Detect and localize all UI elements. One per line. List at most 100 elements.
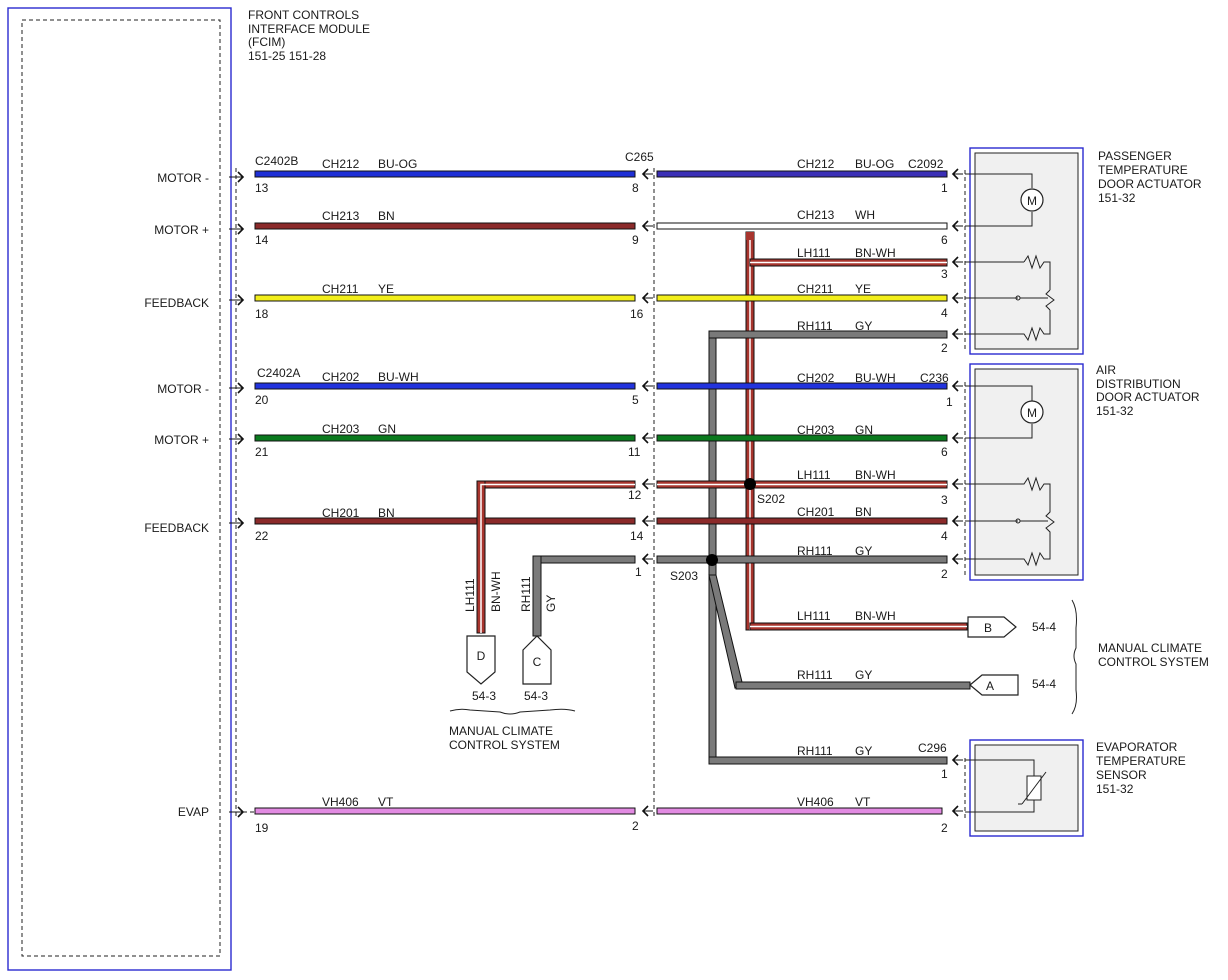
wire-label-color: BU-WH (855, 371, 896, 385)
wire-label-circuit: VH406 (797, 795, 834, 809)
reference-connector-letter: C (533, 655, 542, 669)
reference-connector-letter: A (986, 679, 994, 693)
wire-vh406-left (254, 807, 636, 815)
component-pin-number: 6 (941, 233, 948, 247)
wire-label-color: BN-WH (855, 609, 896, 623)
component-pin-number: 2 (941, 821, 948, 835)
fcim-pin-number: 22 (255, 529, 269, 543)
component-pin-number: 2 (941, 341, 948, 355)
reference-group-label: CONTROL SYSTEM (1098, 655, 1209, 669)
fcim-pin-number: 21 (255, 445, 269, 459)
reference-page: 54-3 (472, 689, 496, 703)
reference-connector-c (522, 635, 552, 685)
reference-brace-icon (1071, 599, 1077, 715)
wire-rh111-splice (656, 555, 948, 564)
component-label: TEMPERATURE (1096, 754, 1186, 768)
wire-ch211-right (656, 294, 948, 302)
component-pin-number: 1 (941, 767, 948, 781)
wire-ch212-left (254, 170, 636, 178)
resistor-icon (965, 476, 1055, 567)
branch-to-d (476, 480, 636, 634)
wire-label-circuit: CH212 (797, 157, 835, 171)
passenger-actuator-outer (969, 147, 1084, 355)
fcim-pin-number: 18 (255, 307, 269, 321)
fcim-title-line: INTERFACE MODULE (248, 22, 370, 36)
wire-rh111-to-a (735, 681, 971, 690)
terminal-chevrons (229, 168, 963, 818)
splice-label: S202 (757, 492, 785, 506)
wire-label-circuit: CH203 (797, 423, 835, 437)
component-label: PASSENGER (1098, 149, 1172, 163)
c265-pin-number: 14 (630, 529, 644, 543)
resistor-icon (1023, 254, 1051, 290)
reference-connector-letter: D (477, 649, 486, 663)
wire-label-circuit: RH111 (797, 744, 833, 758)
fcim-pin-label: MOTOR + (154, 433, 209, 447)
reference-page: 54-4 (1032, 620, 1056, 634)
motor-icon-letter: M (1027, 194, 1037, 208)
c265-pin-number: 2 (632, 819, 639, 833)
reference-connector-letter: B (984, 621, 992, 635)
component-pin-number: 1 (941, 181, 948, 195)
motor-icon (1020, 188, 1044, 212)
c265-pin-number: 9 (632, 233, 639, 247)
vertical-wire-label: GY (544, 595, 558, 612)
component-label: AIR (1096, 363, 1116, 377)
wire-label-circuit: LH111 (797, 609, 831, 623)
wire-label-circuit: CH201 (322, 506, 360, 520)
wire-label-color: YE (855, 282, 871, 296)
wire-lh111-down-stripe (480, 483, 635, 633)
splice-s203 (706, 554, 718, 566)
wire-label-color: BN (855, 505, 872, 519)
wire-ch202-right (656, 382, 948, 390)
wire-label-color: BN-WH (855, 246, 896, 260)
wire-label-color: BU-OG (855, 157, 894, 171)
wire-label-color: GY (855, 668, 872, 682)
wire-label-circuit: CH211 (322, 282, 359, 296)
component-pin-number: 3 (941, 493, 948, 507)
component-label: 151-32 (1096, 782, 1134, 796)
connector-label-c2092: C2092 (908, 157, 944, 171)
wire-label-color: BU-OG (378, 157, 417, 171)
wire-rh111-top (708, 330, 948, 339)
wire-label-circuit: CH212 (322, 157, 360, 171)
reference-connector-b (967, 616, 1017, 638)
wire-label-circuit: CH211 (797, 282, 834, 296)
evap-sensor-outer (969, 739, 1084, 837)
reference-brace-icon (449, 708, 576, 715)
thermistor-slash-icon (1021, 771, 1047, 805)
passenger-actuator-inner (974, 152, 1079, 350)
wire-label-color: WH (855, 208, 875, 222)
wire-label-circuit: RH111 (797, 319, 833, 333)
passenger-motor-lead (965, 212, 1033, 227)
fcim-title-line: 151-25 151-28 (248, 49, 326, 63)
component-pin-number: 4 (941, 306, 948, 320)
wire-label-circuit: VH406 (322, 795, 359, 809)
wire-rh111-down (532, 555, 542, 637)
fcim-pin-label: EVAP (178, 805, 209, 819)
component-label: DOOR ACTUATOR (1098, 177, 1202, 191)
left-wires (254, 170, 636, 815)
fcim-pin-number: 14 (255, 233, 269, 247)
c265-pin-number: 8 (632, 181, 639, 195)
fcim-pin-label: FEEDBACK (144, 521, 209, 535)
air-actuator-inner (974, 368, 1079, 576)
air-distribution-door-actuator: M (965, 363, 1084, 581)
component-label: DISTRIBUTION (1096, 377, 1181, 391)
wire-ch201-left (254, 517, 636, 525)
fcim-pin-label: MOTOR + (154, 223, 209, 237)
component-label: 151-32 (1096, 404, 1134, 418)
reference-connector-a (969, 674, 1019, 696)
reference-group-label: CONTROL SYSTEM (449, 738, 560, 752)
splice-s202 (744, 478, 756, 490)
wire-label-color: VT (855, 795, 871, 809)
splice-label: S203 (670, 569, 698, 583)
motor-icon-letter: M (1027, 406, 1037, 420)
wire-label-color: GY (855, 544, 872, 558)
component-pin-number: 2 (941, 567, 948, 581)
reference-connector-d (466, 635, 496, 685)
wire-label-color: VT (378, 795, 394, 809)
fcim-pin-label: MOTOR - (157, 382, 209, 396)
wire-ch203-left (254, 434, 636, 442)
